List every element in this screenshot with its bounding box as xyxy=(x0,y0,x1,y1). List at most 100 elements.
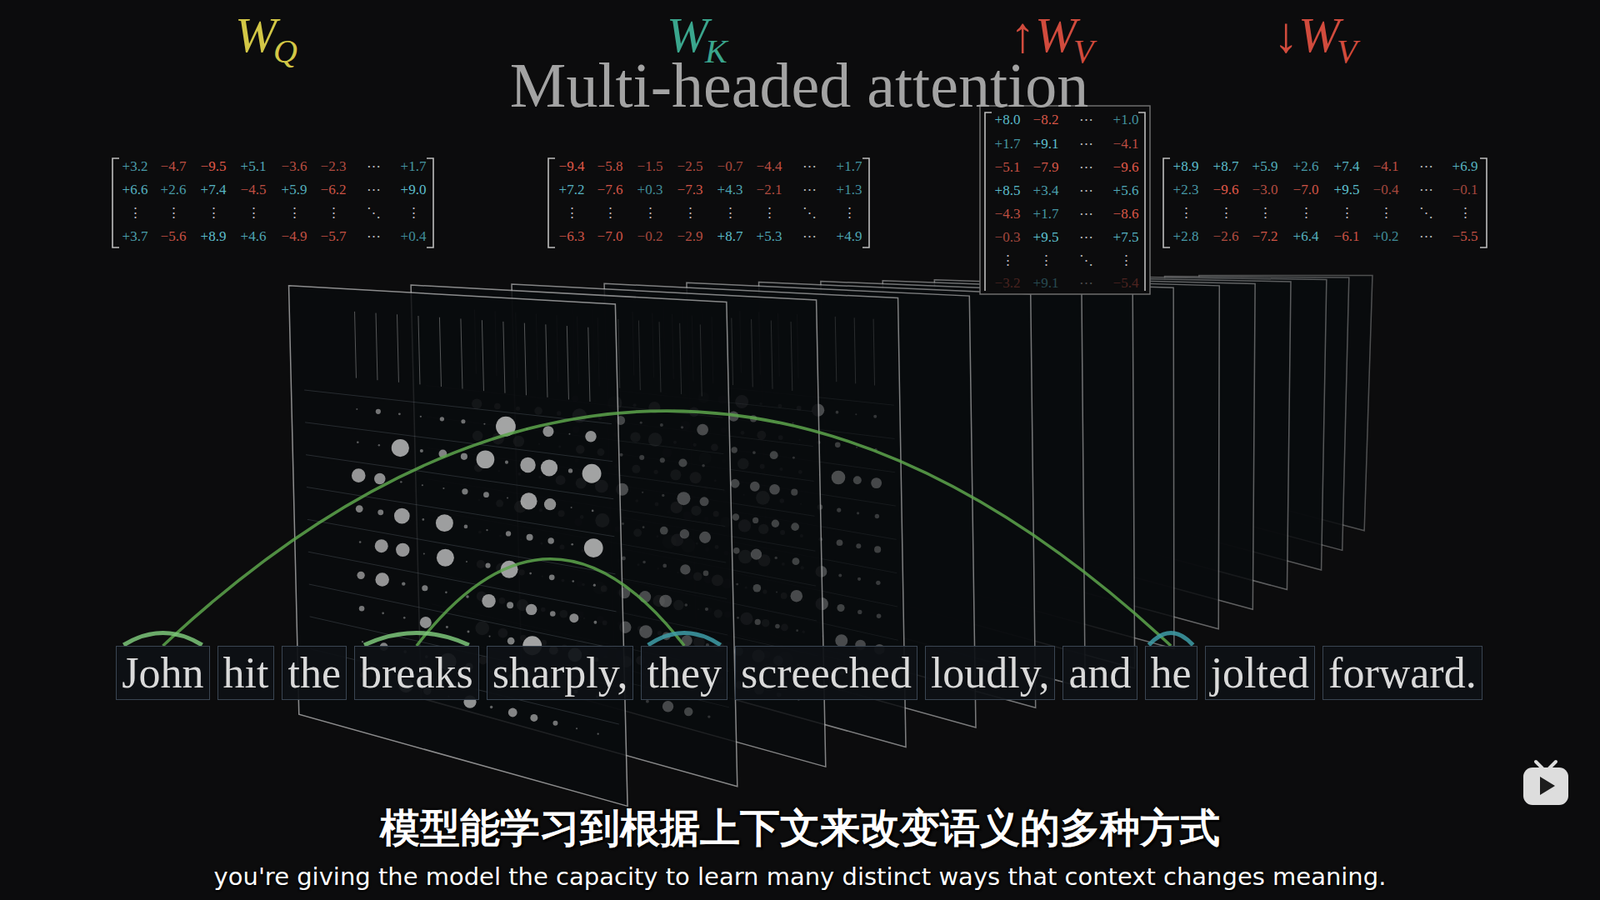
matrix-entry: ⋯ xyxy=(1079,159,1094,176)
grid-line xyxy=(304,390,612,425)
attention-dot xyxy=(750,481,760,492)
matrix-entry: −4.1 xyxy=(1373,158,1400,175)
grid-line xyxy=(305,455,614,500)
word-text: sharply, xyxy=(492,646,629,700)
attention-dot xyxy=(489,635,491,638)
attention-dot xyxy=(831,470,846,485)
arrow-line xyxy=(751,319,754,387)
matrix-entry: ⋮ xyxy=(1219,205,1234,222)
matrix-entry: +9.0 xyxy=(400,181,427,199)
matrix-entry: +6.9 xyxy=(1452,158,1479,175)
matrix-entry: ⋱ xyxy=(1079,252,1094,270)
attention-dot xyxy=(508,708,518,718)
matrix-entry: +6.6 xyxy=(122,181,149,199)
arc-end xyxy=(364,633,470,646)
attention-dot xyxy=(544,498,556,510)
matrix-entry: −9.6 xyxy=(1213,181,1240,199)
attention-dot xyxy=(356,571,365,580)
matrix-entry: ⋯ xyxy=(1079,135,1094,153)
matrix-entry: ⋯ xyxy=(366,158,381,175)
matrix-entry: +5.6 xyxy=(1113,182,1140,200)
word-token: forward. xyxy=(1322,645,1483,700)
matrix-entry: −5.4 xyxy=(1113,275,1140,292)
attention-dot xyxy=(570,506,573,509)
grid-line xyxy=(307,519,616,574)
attention-dot xyxy=(525,604,537,615)
arrow-line xyxy=(700,324,702,396)
attention-dot xyxy=(835,634,848,647)
word-text: breaks xyxy=(360,646,474,700)
attention-dot xyxy=(835,442,841,449)
attention-dot xyxy=(660,526,669,535)
matrix-entry: ⋯ xyxy=(1079,275,1094,292)
matrix-entry: −6.2 xyxy=(320,181,347,199)
word-token: breaks xyxy=(354,645,480,700)
attention-dot xyxy=(707,715,710,718)
matrix-entry: +8.0 xyxy=(995,111,1021,129)
matrix-entry: −2.3 xyxy=(320,158,347,175)
attention-dot xyxy=(420,415,422,418)
word-text: forward. xyxy=(1328,646,1477,700)
attention-dot xyxy=(875,514,880,519)
arrow-line xyxy=(659,321,661,392)
arrow-line xyxy=(588,327,590,402)
matrix-entry: ⋮ xyxy=(1340,205,1355,222)
attention-dot xyxy=(465,595,470,599)
matrix-entry: ⋮ xyxy=(1119,252,1134,270)
matrix-entry: ⋮ xyxy=(246,205,261,222)
attention-dot xyxy=(790,489,798,496)
attention-dot xyxy=(375,572,390,587)
matrix-entry: +0.2 xyxy=(1373,228,1400,245)
matrix-entry: −5.7 xyxy=(320,228,347,245)
matrix-entry: −7.0 xyxy=(1293,181,1320,199)
attention-dot xyxy=(660,423,664,427)
attention-dot xyxy=(403,616,406,620)
matrix-entry: −4.1 xyxy=(1113,135,1140,153)
attention-dot xyxy=(593,584,596,587)
word-text: hit xyxy=(223,646,270,700)
attention-dot xyxy=(400,480,402,483)
attention-dot xyxy=(876,613,882,619)
arc-line xyxy=(162,410,1171,646)
word-token: jolted xyxy=(1205,645,1315,700)
matrix-entry: +9.5 xyxy=(1334,181,1360,199)
attention-dot xyxy=(420,616,432,629)
attention-dot xyxy=(490,705,493,709)
matrix-entry: +7.2 xyxy=(559,181,585,199)
attention-dot xyxy=(640,421,643,425)
matrix-entry: −0.4 xyxy=(1373,181,1400,199)
attention-dot xyxy=(549,574,555,580)
attention-dot xyxy=(530,714,538,722)
attention-dot xyxy=(661,494,665,497)
grid-line xyxy=(306,487,615,537)
attention-dot xyxy=(505,460,509,465)
attention-dot xyxy=(460,453,468,460)
arrow-line xyxy=(566,325,569,400)
matrix-entry: +4.9 xyxy=(836,228,863,245)
attention-dot xyxy=(790,522,800,531)
matrix-entry: −4.5 xyxy=(240,181,267,199)
matrix-entry: +9.1 xyxy=(1033,275,1060,292)
attention-dot xyxy=(394,508,410,525)
attention-dot xyxy=(792,456,795,460)
matrix-entry: −1.5 xyxy=(637,158,664,175)
attention-dot xyxy=(836,604,845,612)
matrix-entry: −5.8 xyxy=(597,158,624,175)
attention-dot xyxy=(464,525,469,530)
matrix-entry: ⋮ xyxy=(1000,252,1015,270)
attention-dot xyxy=(526,534,534,541)
attention-dot xyxy=(662,700,674,712)
arrow-line xyxy=(481,320,484,391)
attention-dot xyxy=(520,492,538,510)
matrix-box xyxy=(980,105,1150,295)
matrix-entry: ⋮ xyxy=(565,205,580,222)
matrix-brackets xyxy=(112,112,1487,291)
matrix-entry: ⋮ xyxy=(1179,205,1194,222)
matrix-entry: +4.6 xyxy=(240,228,267,245)
arrow-line xyxy=(396,314,399,383)
matrix-entry: +1.7 xyxy=(1033,205,1060,223)
matrix-entry: +9.5 xyxy=(1033,229,1060,246)
word-token: he xyxy=(1145,645,1198,700)
arrow-line xyxy=(460,318,463,389)
attention-dot xyxy=(696,424,709,436)
